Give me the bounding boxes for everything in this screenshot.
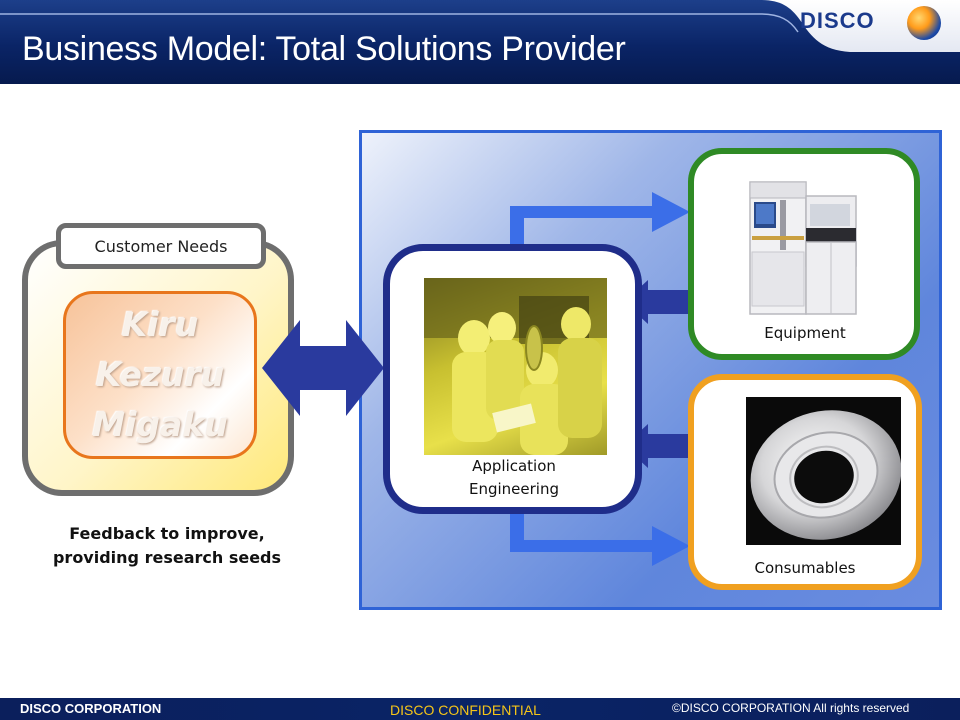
consumables-label: Consumables bbox=[754, 559, 856, 577]
equipment-machine-image bbox=[749, 181, 857, 315]
header-swoosh bbox=[0, 0, 960, 52]
footer-bar bbox=[0, 698, 960, 720]
footer-confidential: DISCO CONFIDENTIAL bbox=[390, 702, 541, 718]
disco-logo-ball-icon bbox=[907, 6, 941, 40]
application-label-line-1: Application bbox=[472, 457, 556, 475]
right-arrow-icon bbox=[510, 192, 690, 248]
cleanroom-photo bbox=[424, 278, 607, 455]
word-kezuru: Kezuru bbox=[95, 355, 225, 394]
feedback-line-1: Feedback to improve, bbox=[69, 524, 265, 543]
word-migaku: Migaku bbox=[92, 405, 228, 444]
dicing-blade-image bbox=[746, 397, 901, 545]
word-kiru: Kiru bbox=[121, 305, 199, 344]
feedback-line-2: providing research seeds bbox=[52, 548, 282, 567]
slide-title: Business Model: Total Solutions Provider bbox=[22, 30, 626, 68]
application-label-line-2: Engineering bbox=[469, 480, 559, 498]
feedback-caption: Feedback to improve, providing research … bbox=[24, 522, 310, 570]
footer-copyright: ©DISCO CORPORATION All rights reserved bbox=[672, 701, 910, 715]
right-arrow-icon bbox=[510, 512, 690, 566]
processing-words-box: Kiru Kezuru Migaku bbox=[63, 291, 257, 459]
double-headed-arrow-icon bbox=[262, 320, 384, 416]
disco-logo: DISCO bbox=[800, 8, 875, 33]
equipment-label: Equipment bbox=[764, 324, 846, 342]
application-engineering-label: Application Engineering bbox=[440, 455, 588, 501]
customer-needs-label: Customer Needs bbox=[56, 223, 266, 269]
footer-company: DISCO CORPORATION bbox=[20, 701, 162, 716]
